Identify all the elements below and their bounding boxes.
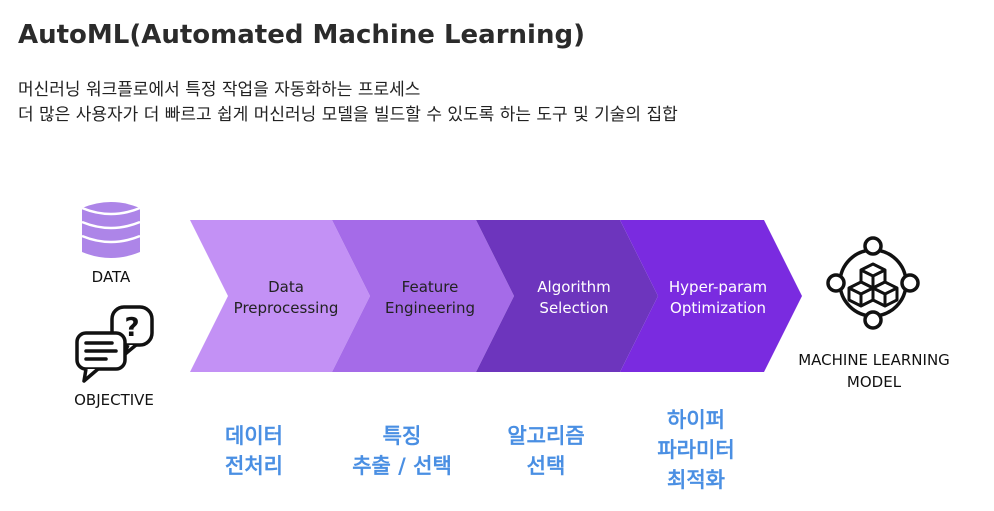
- korean-caption-line: 알고리즘: [507, 424, 585, 448]
- korean-caption-step-2: 특징 추출 / 선택: [332, 421, 472, 481]
- korean-caption-line: 최적화: [667, 468, 725, 492]
- step-feature-engineering-shape: [332, 220, 514, 372]
- korean-caption-line: 하이퍼: [667, 408, 725, 432]
- step-3-line2: Selection: [539, 299, 608, 317]
- korean-caption-line: 전처리: [225, 454, 283, 478]
- step-1-line1: Data: [268, 278, 304, 296]
- description-line-1: 머신러닝 워크플로에서 특정 작업을 자동화하는 프로세스: [18, 80, 421, 100]
- step-4-line2: Optimization: [670, 299, 766, 317]
- step-hyperparam-optimization-shape: [620, 220, 802, 372]
- korean-caption-line: 데이터: [225, 424, 283, 448]
- ml-model-label-line2: MODEL: [846, 373, 902, 391]
- korean-caption-line: 선택: [526, 454, 566, 478]
- data-label: DATA: [91, 268, 131, 286]
- step-3-line1: Algorithm: [537, 278, 610, 296]
- ml-model-icon: [826, 236, 920, 330]
- korean-caption-line: 파라미터: [657, 438, 735, 462]
- korean-caption-step-1: 데이터 전처리: [206, 421, 302, 481]
- page-title: AutoML(Automated Machine Learning): [18, 20, 585, 50]
- step-2-line1: Feature: [402, 278, 459, 296]
- korean-caption-line: 특징: [382, 424, 422, 448]
- question-chat-icon: ?: [75, 305, 154, 383]
- description: 머신러닝 워크플로에서 특정 작업을 자동화하는 프로세스 더 많은 사용자가 …: [18, 78, 678, 128]
- description-line-2: 더 많은 사용자가 더 빠르고 쉽게 머신러닝 모델을 빌드할 수 있도록 하는…: [18, 105, 678, 125]
- korean-caption-line: 추출 / 선택: [352, 454, 452, 478]
- ml-model-label: MACHINE LEARNING MODEL: [786, 349, 962, 393]
- step-1-line2: Preprocessing: [234, 299, 339, 317]
- step-2-line2: Engineering: [385, 299, 475, 317]
- ml-model-label-line1: MACHINE LEARNING: [798, 351, 950, 369]
- step-algorithm-selection-shape: [476, 220, 658, 372]
- step-4-line1: Hyper-param: [669, 278, 767, 296]
- svg-text:?: ?: [124, 313, 139, 343]
- korean-caption-step-4: 하이퍼 파라미터 최적화: [636, 405, 756, 495]
- korean-caption-step-3: 알고리즘 선택: [486, 421, 606, 481]
- database-icon: [81, 202, 141, 258]
- step-data-preprocessing-shape: [190, 220, 370, 372]
- objective-label: OBJECTIVE: [74, 391, 154, 409]
